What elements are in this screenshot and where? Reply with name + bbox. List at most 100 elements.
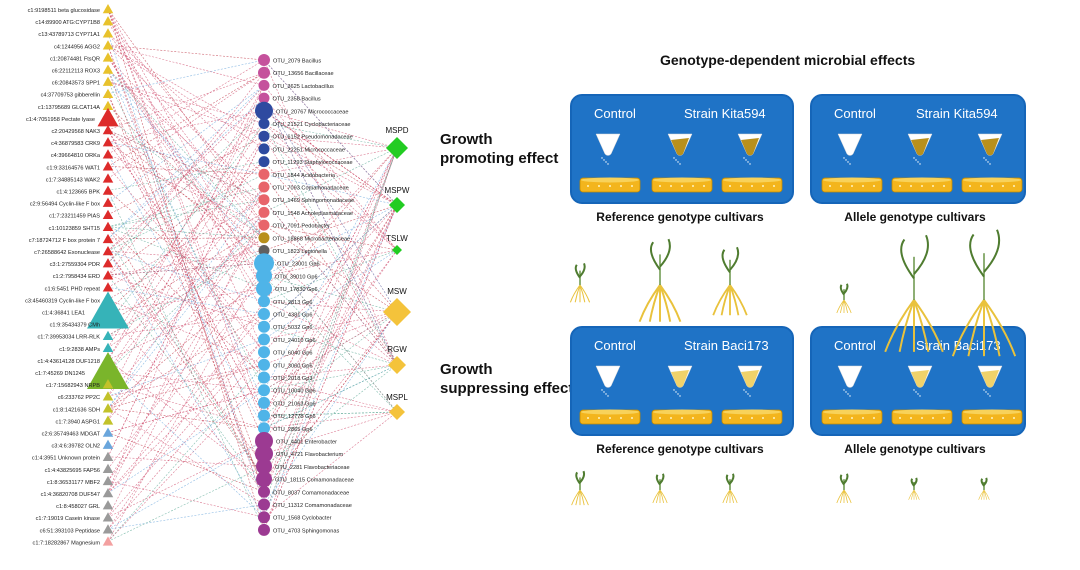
gene-node [102, 40, 114, 50]
otu-trait-edge [263, 59, 398, 206]
gene-label: c2:6:35749463 MDGAT [42, 432, 101, 438]
otu-label: OTU_17830 Gp6 [275, 287, 318, 293]
gene-otu-edge [107, 262, 265, 276]
trait-node [392, 245, 402, 255]
gene-otu-edge [107, 364, 265, 542]
gene-otu-edge [107, 117, 265, 239]
gene-label: c1:7:19019 Casein kinase [36, 516, 100, 522]
network-edges [107, 8, 398, 542]
otu-trait-edge [263, 136, 398, 366]
trait-node [388, 356, 406, 374]
otu-trait-edge [263, 204, 398, 353]
gene-node [102, 282, 114, 292]
seedling-icon [638, 238, 682, 323]
gene-otu-edge [107, 263, 265, 542]
gene-otu-edge [107, 301, 265, 530]
gene-label: c3:4:6:39782 OLN2 [51, 444, 100, 450]
trait-label: TSLW [386, 234, 408, 243]
gene-otu-edge [107, 186, 265, 494]
otu-trait-edge [263, 411, 398, 416]
otu-node [258, 130, 270, 142]
otu-node [256, 458, 272, 475]
otu-label: OTU_4703 Sphingomonas [273, 528, 339, 534]
otu-trait-edge [263, 85, 398, 251]
gene-label: c4:39664810 ORKa [51, 153, 101, 159]
control-label: Control [834, 106, 876, 121]
gene-otu-edge [107, 351, 265, 530]
gene-node [102, 185, 114, 195]
gene-otu-edge [107, 238, 265, 480]
otu-label: OTU_2018 Gp3 [273, 376, 313, 382]
otu-trait-edge [263, 135, 398, 206]
gene-node [102, 463, 114, 474]
gene-otu-edge [107, 199, 265, 288]
gene-otu-edge [107, 8, 265, 530]
gene-label: c1:9:33164576 WAT1 [47, 165, 100, 171]
otu-trait-edge [263, 224, 398, 251]
gene-otu-edge [107, 72, 265, 276]
otu-node [258, 168, 270, 180]
gene-otu-edge [107, 250, 265, 518]
gene-otu-edge [107, 299, 265, 366]
otu-node [258, 143, 270, 155]
gene-otu-edge [107, 72, 265, 131]
suppressing-effect-label: Growth suppressing effect [440, 360, 573, 398]
gene-label: c1:4:3951 Unknown protein [32, 456, 100, 462]
otu-trait-edge [263, 147, 398, 530]
gene-otu-edge [107, 161, 265, 276]
gene-otu-edge [107, 110, 265, 143]
gene-otu-edge [107, 339, 265, 397]
gene-otu-edge [107, 20, 265, 315]
otu-trait-edge [263, 123, 398, 366]
label-line1: Growth [440, 361, 493, 378]
gene-node [102, 149, 114, 159]
otu-label: OTU_6040 Gp6 [273, 351, 313, 357]
otu-trait-edge [263, 311, 398, 505]
seedling-icon [652, 473, 668, 504]
gene-otu-edge [107, 45, 265, 86]
gene-otu-edge [107, 45, 265, 200]
otu-label: OTU_8037 Comamonadaceae [273, 490, 349, 496]
otu-node [258, 194, 270, 206]
gene-otu-edge [107, 33, 265, 505]
control-label: Control [594, 338, 636, 353]
otu-trait-edge [263, 147, 398, 518]
gene-otu-edge [107, 226, 265, 480]
gene-otu-edge [107, 226, 265, 378]
gene-otu-edge [107, 237, 265, 349]
otu-node [258, 181, 270, 193]
otu-trait-edge [263, 250, 398, 366]
otu-node [258, 66, 270, 79]
otu-trait-edge [263, 204, 398, 531]
gene-otu-edge [107, 389, 265, 433]
gene-otu-edge [107, 129, 265, 200]
otu-trait-edge [263, 411, 398, 454]
otu-label: OTU_5032 Gp6 [273, 325, 313, 331]
gene-node [102, 209, 114, 219]
effects-panel: Genotype-dependent microbial effects Gro… [430, 40, 1070, 560]
otu-node [258, 295, 270, 308]
gene-label: c2:9:56494 Cyclin-like F box [30, 202, 100, 208]
gene-label: c1:4:36820708 DUF547 [41, 492, 100, 498]
gene-otu-edge [107, 339, 265, 494]
otu-label: OTU_21063 Gp6 [273, 401, 316, 407]
otu-node [258, 384, 270, 397]
gene-otu-edge [107, 97, 265, 252]
gene-otu-edge [107, 313, 265, 494]
seedling-icon [571, 470, 589, 506]
gene-otu-edge [107, 250, 265, 480]
otu-trait-edge [263, 110, 398, 206]
gene-node [102, 488, 114, 498]
otu-label: OTU_4401 Enterobacter [276, 440, 337, 446]
otu-trait-edge [263, 97, 398, 366]
otu-trait-edge [263, 204, 398, 492]
suppressing-reference-box: Control Strain Baci173 [570, 326, 794, 436]
otu-trait-edge [263, 364, 398, 378]
otu-label: OTU_2865 Gp6 [273, 427, 313, 433]
gene-label: c4:1244956 AGG2 [54, 44, 100, 50]
otu-trait-edge [263, 364, 398, 429]
strain-label: Strain Kita594 [916, 106, 998, 121]
gene-otu-edge [107, 59, 265, 155]
